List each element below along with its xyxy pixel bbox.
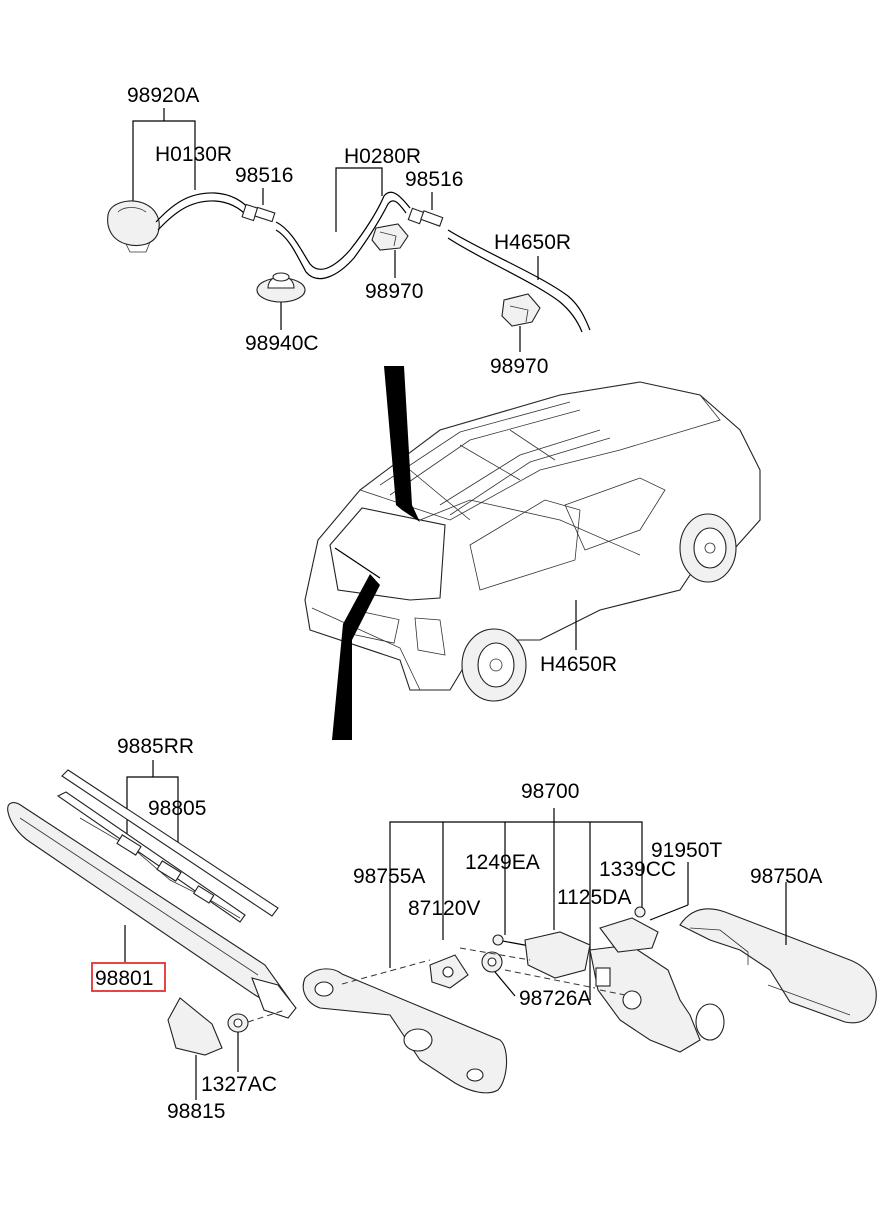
- label-98516-a: 98516: [235, 164, 293, 187]
- vehicle-illustration: [304, 366, 761, 740]
- label-9885rr: 9885RR: [117, 735, 194, 758]
- arm-cap-part: [167, 997, 223, 1100]
- label-98940c: 98940C: [245, 332, 319, 355]
- hose-connector-b: [407, 192, 444, 227]
- label-98970-b: 98970: [490, 355, 548, 378]
- label-98920a: 98920A: [127, 84, 199, 107]
- label-h0130r: H0130R: [155, 143, 232, 166]
- connector-part: [599, 906, 659, 953]
- wiper-arm-part: [7, 802, 297, 1019]
- label-98970-a: 98970: [365, 280, 423, 303]
- label-98750a: 98750A: [750, 865, 822, 888]
- label-98815: 98815: [167, 1100, 225, 1123]
- motor-body-part: [589, 944, 725, 1053]
- motor-cover-part: [302, 968, 508, 1094]
- label-1249ea: 1249EA: [465, 851, 540, 874]
- arrow-to-bottom: [332, 574, 380, 740]
- label-98801: 98801: [95, 967, 153, 990]
- nut-part: [227, 1013, 249, 1072]
- label-1339cc: 1339CC: [599, 858, 676, 881]
- highlight-box: [91, 962, 166, 992]
- wiper-motor-assembly: [302, 808, 877, 1094]
- grommet-part: [256, 272, 306, 330]
- seal-part: [481, 951, 516, 997]
- washer-nozzle-part: [107, 200, 160, 253]
- hose-connector-a: [241, 188, 276, 223]
- bolt-part: [492, 934, 531, 947]
- wiper-blade-assembly: [7, 760, 297, 1100]
- front-wheel: [679, 513, 737, 583]
- label-87120v: 87120V: [408, 897, 480, 920]
- label-91950t: 91950T: [651, 839, 722, 862]
- arrow-to-top: [384, 366, 420, 522]
- label-1125da: 1125DA: [557, 886, 631, 909]
- hose-clip-a: [371, 223, 409, 278]
- motor-housing-part: [679, 882, 877, 1024]
- label-98700: 98700: [521, 780, 579, 803]
- label-h4650r-car: H4650R: [540, 653, 617, 676]
- label-98755a: 98755A: [353, 865, 425, 888]
- washer-hose-assembly: [107, 108, 591, 352]
- hose-clip-b: [501, 293, 541, 352]
- label-h4650r-top: H4650R: [494, 231, 571, 254]
- label-98726a: 98726A: [519, 987, 591, 1010]
- label-98516-b: 98516: [405, 168, 463, 191]
- label-1327ac: 1327AC: [201, 1073, 277, 1096]
- label-98805: 98805: [148, 797, 206, 820]
- rear-wheel: [461, 628, 527, 702]
- grommet-87120v-part: [429, 954, 469, 989]
- label-h0280r: H0280R: [344, 145, 421, 168]
